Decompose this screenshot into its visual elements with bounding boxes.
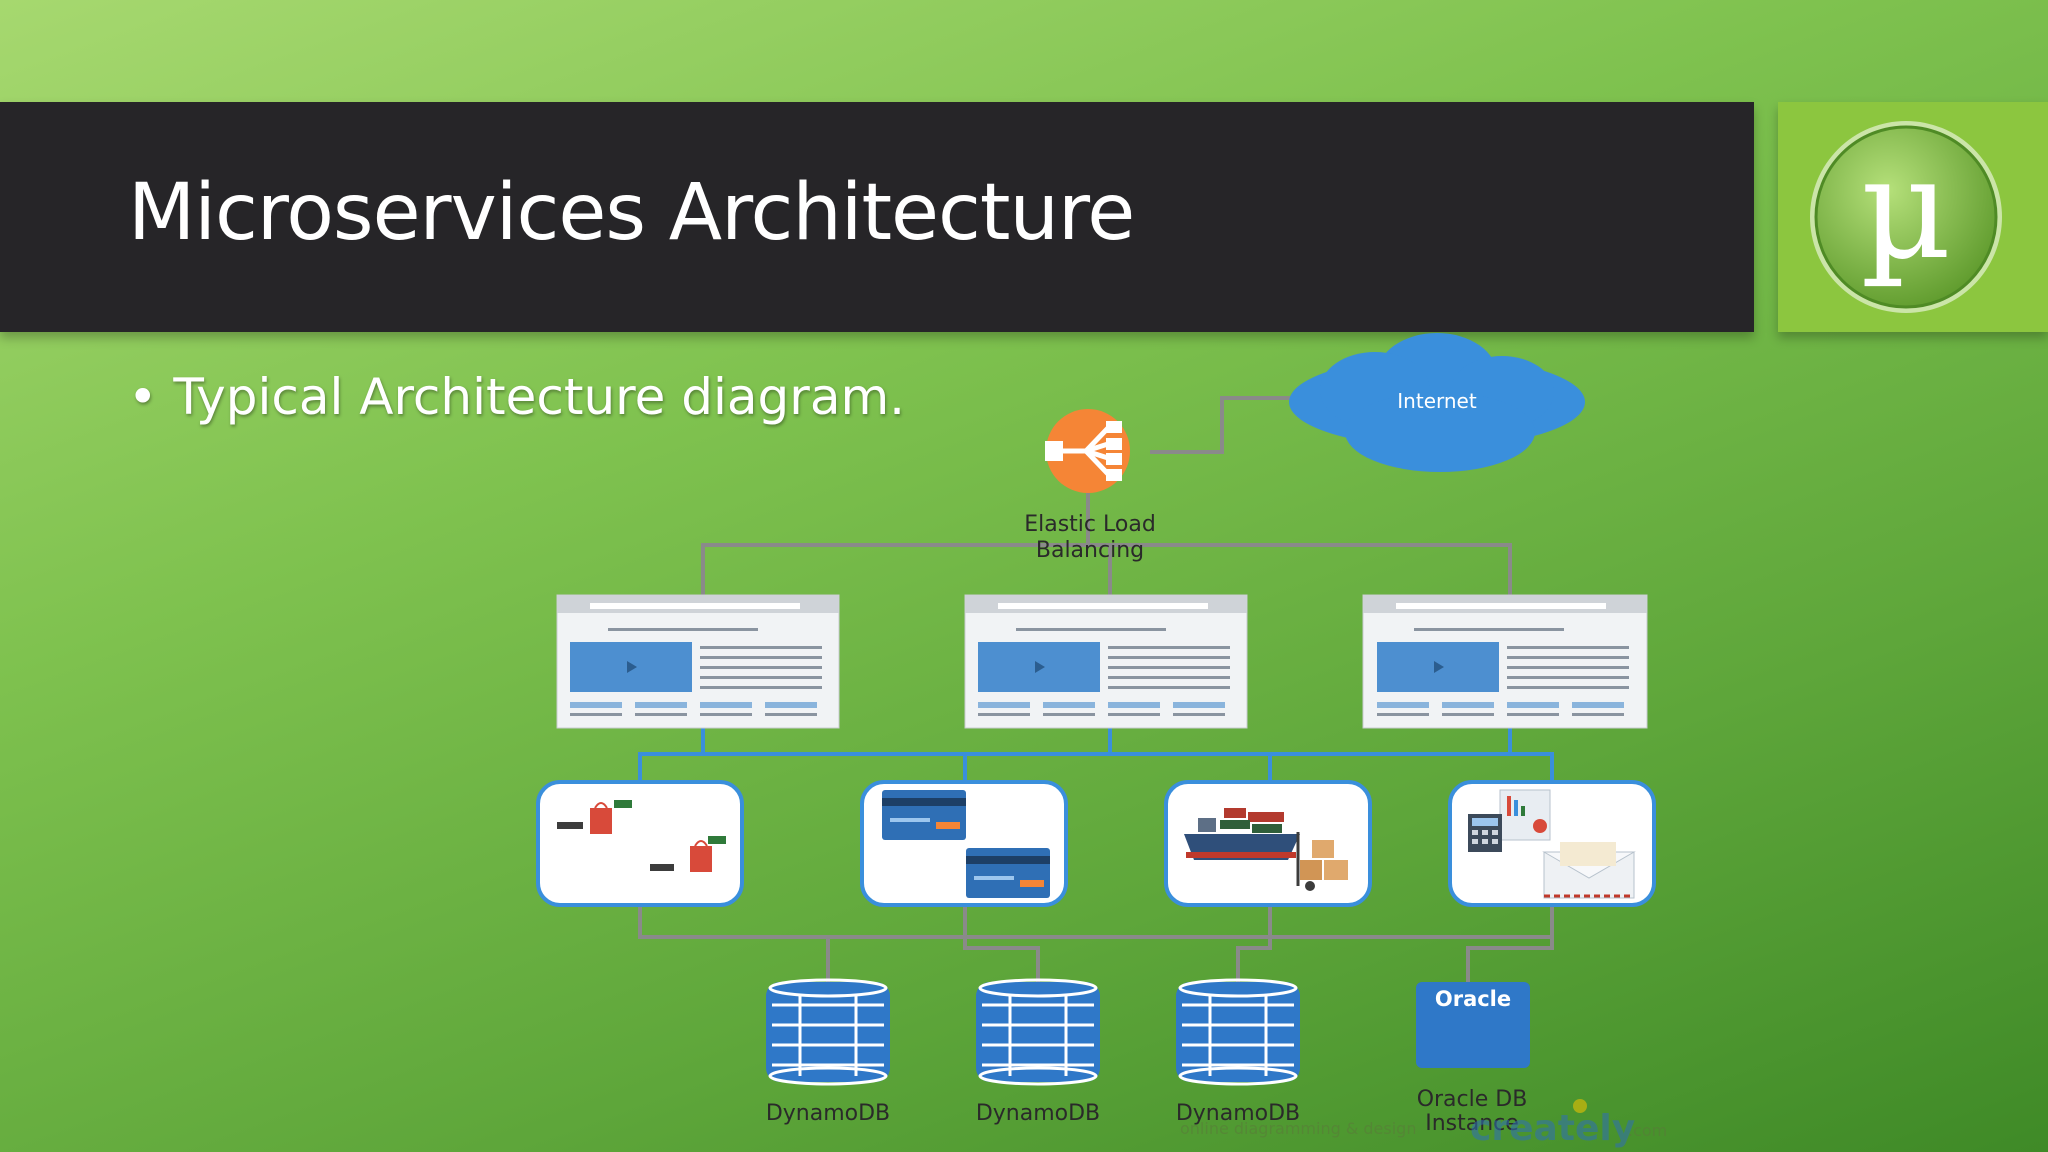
watermark-tagline: online diagramming & design <box>1180 1119 1416 1138</box>
web-server-2 <box>964 594 1248 729</box>
service-payments <box>860 780 1068 907</box>
dynamodb-icon-3 <box>1176 978 1300 1086</box>
bullet-text: • Typical Architecture diagram. <box>128 368 906 426</box>
web-server-3 <box>1362 594 1648 729</box>
internet-cloud-icon <box>1289 333 1585 472</box>
service-billing <box>1448 780 1656 907</box>
logo-glyph: µ <box>1861 128 1952 291</box>
internet-label: Internet <box>1397 389 1477 413</box>
dynamodb-label-3: DynamoDB <box>1176 1101 1300 1126</box>
logo-box: µ <box>1778 102 2048 332</box>
oracle-badge-text: Oracle <box>1435 987 1511 1011</box>
dynamodb-icon-1 <box>766 978 890 1086</box>
dynamodb-label-1: DynamoDB <box>766 1101 890 1126</box>
service-links <box>638 728 1554 782</box>
dynamodb-label-2: DynamoDB <box>976 1101 1100 1126</box>
utorrent-logo-icon: µ <box>1810 121 2002 313</box>
watermark-brand: creately <box>1470 1108 1635 1149</box>
watermark-suffix: .com <box>1628 1121 1667 1140</box>
creately-watermark: online diagramming & design creately .co… <box>1180 1099 1667 1149</box>
shopping-exchange-icon <box>557 800 726 872</box>
title-bar <box>0 102 1754 332</box>
dynamodb-icon-2 <box>976 978 1100 1086</box>
elb-label-line1: Elastic Load <box>1024 512 1156 537</box>
service-shipping <box>1164 780 1372 907</box>
load-balancer-icon <box>1045 409 1130 493</box>
calculator-envelope-icon <box>1468 789 1636 899</box>
lightbulb-icon <box>1573 1099 1587 1113</box>
web-server-1 <box>556 594 840 729</box>
oracle-label-line1: Oracle DB <box>1417 1087 1528 1112</box>
elb-label-line2: Balancing <box>1036 538 1144 563</box>
service-orders <box>536 780 744 907</box>
connector-lines <box>638 396 1554 982</box>
oracle-db-icon <box>1416 982 1530 1068</box>
oracle-label-line2: Instance <box>1425 1111 1519 1136</box>
slide-title: Microservices Architecture <box>128 168 1135 258</box>
credit-card-icon <box>882 790 1050 898</box>
cargo-ship-icon <box>1184 808 1348 891</box>
